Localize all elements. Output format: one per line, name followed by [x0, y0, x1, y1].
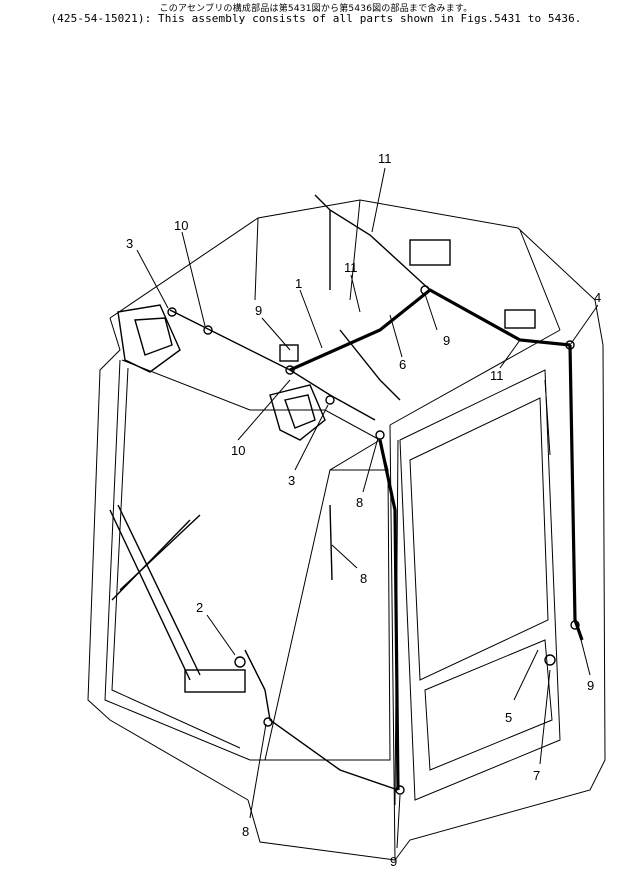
- callout-7: 7: [533, 768, 540, 783]
- leader-lines: [136, 167, 599, 849]
- callout-10-upper: 10: [174, 218, 188, 233]
- front-windshield: [104, 359, 391, 761]
- callout-1: 1: [295, 276, 302, 291]
- callout-10-lower: 10: [231, 443, 245, 458]
- callout-11-mid: 11: [344, 260, 358, 275]
- header-english-note: (425-54-15021): This assembly consists o…: [50, 12, 582, 25]
- connectors: [167, 239, 580, 795]
- callout-9-bottom: 9: [390, 854, 397, 869]
- callout-9-left: 9: [255, 303, 262, 318]
- callout-11-right: 11: [490, 368, 504, 383]
- cab-door: [394, 369, 561, 806]
- callout-4: 4: [594, 290, 601, 305]
- callout-9-center: 9: [443, 333, 450, 348]
- callout-9-right: 9: [587, 678, 594, 693]
- callout-3-lower: 3: [288, 473, 295, 488]
- callout-5: 5: [505, 710, 512, 725]
- front-wiper: [109, 504, 246, 693]
- work-lamps: [117, 304, 326, 441]
- callout-2: 2: [196, 600, 203, 615]
- callout-8-upper: 8: [356, 495, 363, 510]
- callout-8-bottom: 8: [242, 824, 249, 839]
- wiring-harness: [169, 194, 584, 791]
- callout-11-top: 11: [378, 151, 392, 166]
- callout-6: 6: [399, 357, 406, 372]
- cab-body: [87, 199, 606, 861]
- header-japanese-note: このアセンブリの構成部品は第5431図から第5436図の部品まで含みます。: [159, 4, 473, 14]
- callout-8-middle: 8: [360, 571, 367, 586]
- callout-3-upper: 3: [126, 236, 133, 251]
